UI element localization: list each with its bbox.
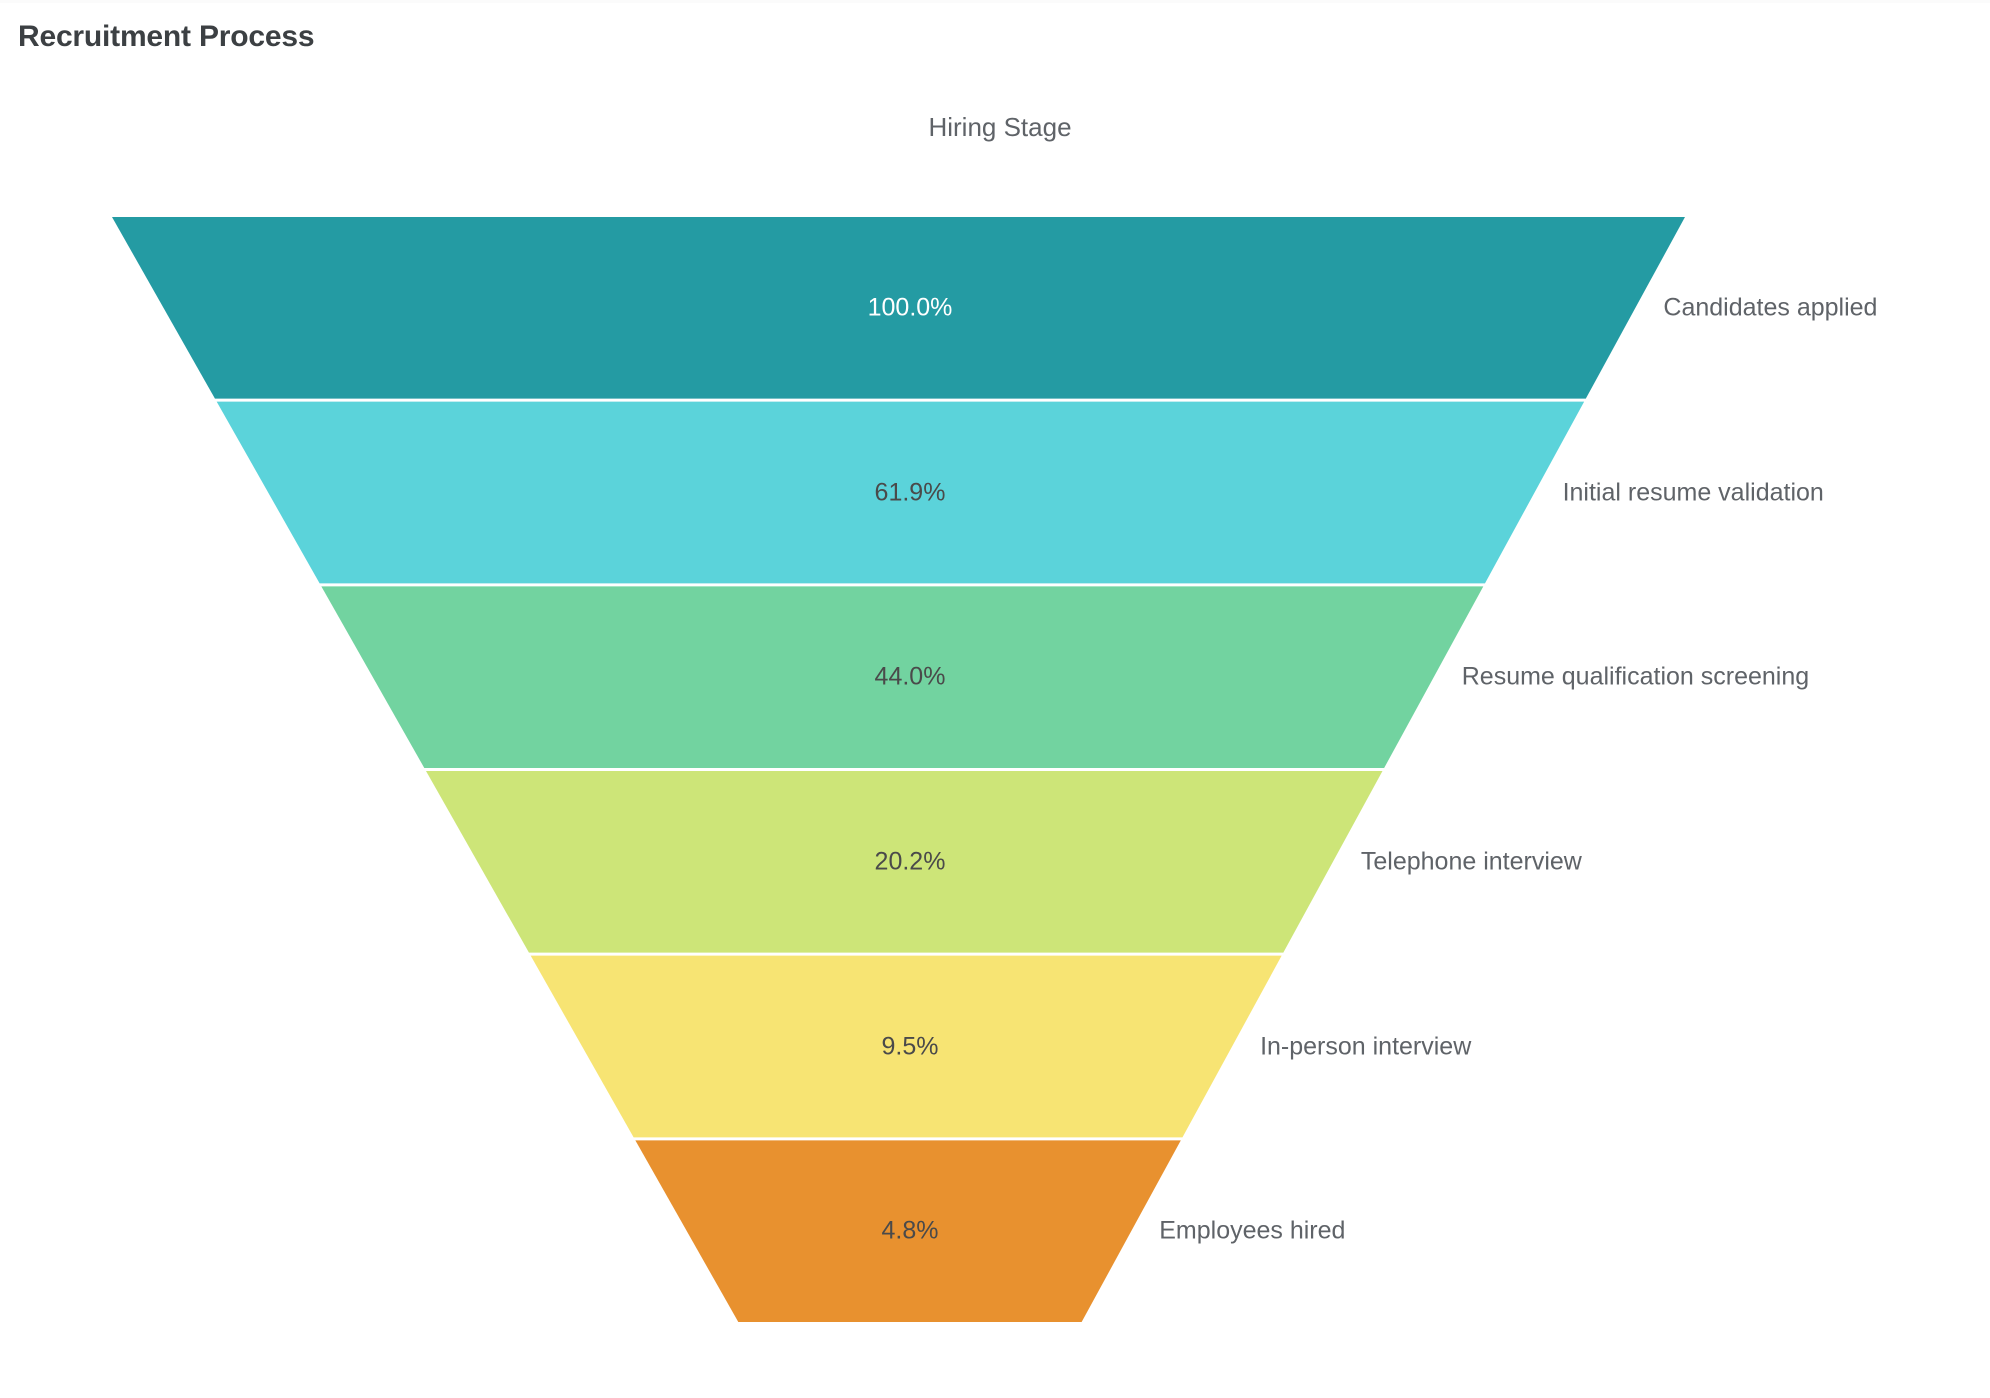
top-divider	[0, 0, 1990, 3]
funnel-stage-label: Resume qualification screening	[1461, 662, 1810, 691]
funnel-band[interactable]	[530, 955, 1282, 1138]
funnel-band[interactable]	[426, 771, 1383, 953]
funnel-band[interactable]	[635, 1140, 1181, 1322]
funnel-band[interactable]	[216, 401, 1585, 584]
funnel-band[interactable]	[112, 217, 1685, 399]
chart-subtitle: Hiring Stage	[928, 112, 1072, 142]
page-title: Recruitment Process	[18, 20, 315, 53]
funnel-stage-label: Telephone interview	[1360, 847, 1582, 876]
funnel-stage-label: Candidates applied	[1663, 293, 1878, 322]
funnel-band[interactable]	[321, 586, 1484, 768]
funnel-stage-label: In-person interview	[1260, 1032, 1472, 1060]
funnel-band-group	[112, 217, 1685, 1322]
funnel-stage-label: Employees hired	[1159, 1216, 1346, 1245]
funnel-stage-label: Initial resume validation	[1562, 478, 1824, 506]
